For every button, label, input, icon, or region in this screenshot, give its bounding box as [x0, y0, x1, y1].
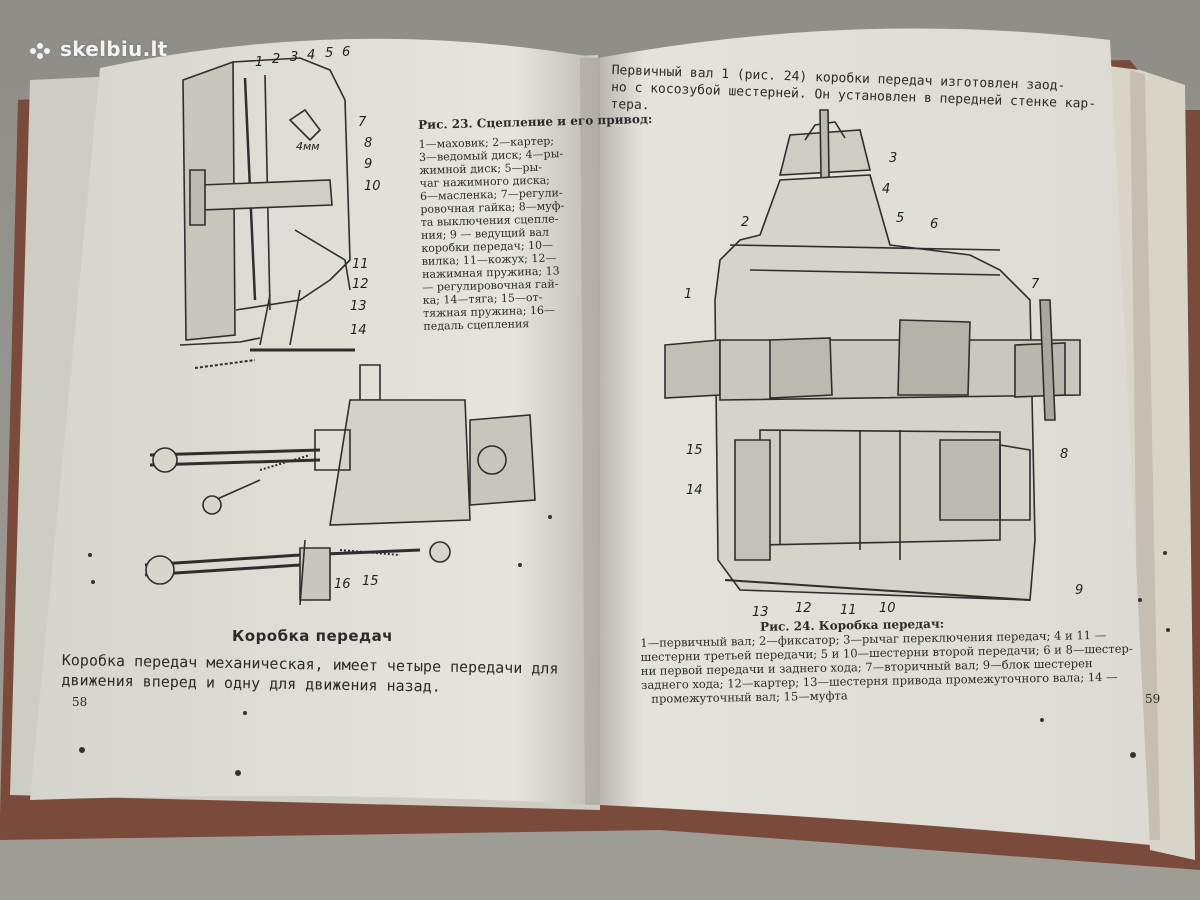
svg-text:8: 8 — [364, 136, 372, 151]
figure-23-caption-title: Рис. 23. Сцепление и его привод: — [418, 111, 653, 132]
svg-text:6: 6 — [930, 217, 938, 232]
gutter-shadow — [580, 58, 600, 805]
svg-text:10: 10 — [879, 601, 896, 616]
svg-text:2: 2 — [741, 215, 749, 230]
svg-text:14: 14 — [350, 323, 367, 338]
svg-text:4: 4 — [307, 48, 315, 63]
svg-text:1: 1 — [255, 55, 263, 70]
svg-text:5: 5 — [325, 46, 333, 61]
svg-text:13: 13 — [350, 299, 367, 314]
svg-text:7: 7 — [1031, 277, 1040, 292]
svg-text:15: 15 — [686, 443, 703, 458]
svg-text:1: 1 — [684, 287, 692, 302]
figure-23-caption: Рис. 23. Сцепление и его привод: 1—махов… — [418, 111, 653, 333]
svg-text:5: 5 — [896, 211, 904, 226]
page-number-right: 59 — [1145, 692, 1161, 706]
page-number-left: 58 — [72, 695, 88, 709]
svg-text:9: 9 — [1075, 583, 1083, 598]
figure-24-caption: Рис. 24. Коробка передач: 1—первичный ва… — [640, 613, 1134, 706]
svg-text:6: 6 — [342, 45, 350, 60]
clutch-figure-labels: 1 2 3 4 5 6 7 8 9 10 11 12 13 14 15 16 4… — [255, 45, 381, 592]
svg-text:16: 16 — [334, 577, 351, 592]
svg-text:12: 12 — [352, 277, 369, 292]
section-title-gearbox: Коробка передач — [232, 627, 394, 645]
skelbiu-logo-icon — [30, 42, 50, 59]
svg-text:7: 7 — [358, 115, 367, 130]
svg-text:4мм: 4мм — [296, 140, 320, 153]
svg-text:14: 14 — [686, 483, 703, 498]
svg-text:10: 10 — [364, 179, 381, 194]
svg-text:4: 4 — [882, 182, 890, 197]
svg-text:2: 2 — [272, 52, 280, 67]
clutch-figure — [144, 57, 536, 606]
svg-text:13: 13 — [752, 605, 769, 620]
svg-text:8: 8 — [1060, 447, 1068, 462]
svg-text:11: 11 — [352, 257, 369, 272]
gearbox-figure — [664, 109, 1081, 601]
ink-specks — [79, 515, 1170, 776]
svg-text:9: 9 — [364, 157, 372, 172]
site-watermark: skelbiu.lt — [28, 37, 168, 61]
svg-text:12: 12 — [795, 601, 812, 616]
svg-text:11: 11 — [840, 603, 857, 618]
svg-text:3: 3 — [889, 151, 897, 166]
watermark-text: skelbiu.lt — [60, 37, 168, 61]
gearbox-figure-labels: 1 2 3 4 5 6 7 8 9 10 11 12 13 14 15 — [684, 151, 1083, 620]
svg-text:15: 15 — [362, 574, 379, 589]
svg-text:3: 3 — [290, 50, 298, 65]
left-page — [30, 38, 600, 806]
